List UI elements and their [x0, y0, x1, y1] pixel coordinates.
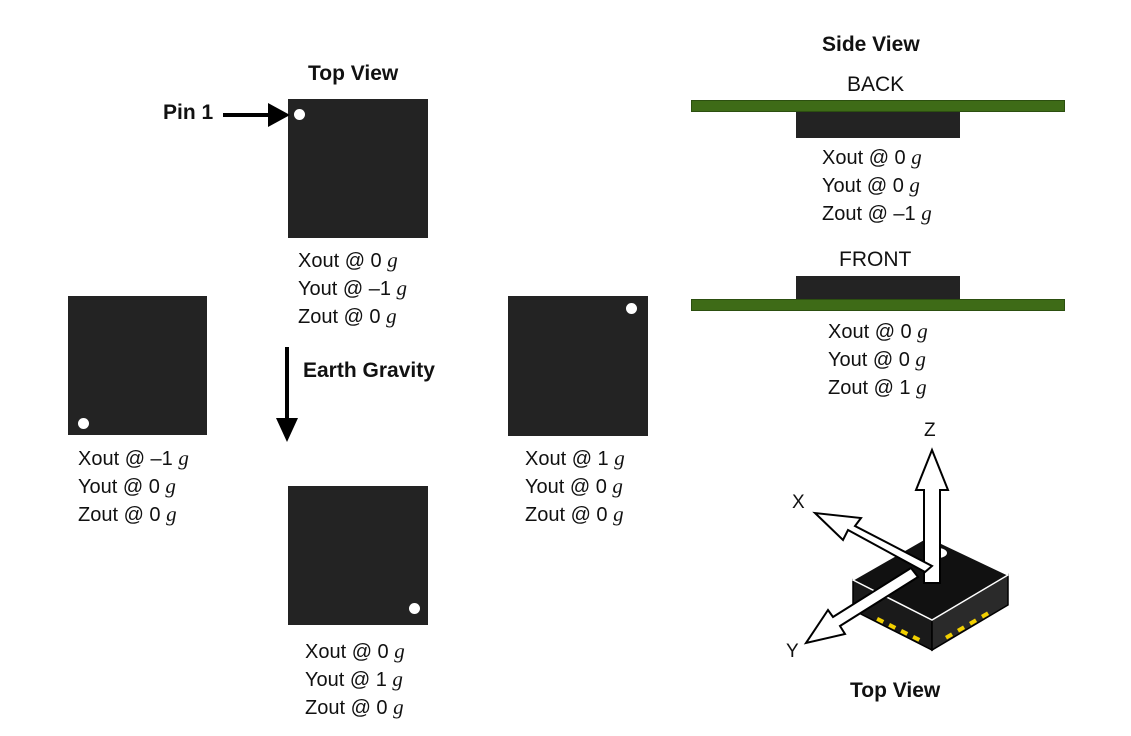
- unit-g: g: [166, 502, 177, 526]
- readout-right-y: Yout @ 0: [525, 476, 613, 498]
- readout-top-y: Yout @ –1: [298, 278, 397, 300]
- unit-g: g: [386, 304, 397, 328]
- side-view-title: Side View: [822, 33, 920, 56]
- unit-g: g: [917, 319, 928, 343]
- readout-top: Xout @ 0 g Yout @ –1 g Zout @ 0 g: [298, 247, 407, 331]
- readout-front: Xout @ 0 g Yout @ 0 g Zout @ 1 g: [828, 318, 928, 402]
- unit-g: g: [393, 695, 404, 719]
- side-chip-front: [796, 276, 960, 300]
- readout-back-z: Zout @ –1: [822, 203, 922, 225]
- chip-top-orientation: [288, 99, 428, 238]
- readout-bottom-y: Yout @ 1: [305, 669, 393, 691]
- readout-top-z: Zout @ 0: [298, 306, 387, 328]
- readout-front-z: Zout @ 1: [828, 377, 917, 399]
- axis-y-label: Y: [786, 641, 799, 662]
- front-label: FRONT: [839, 248, 912, 271]
- y-axis-arrow: [803, 566, 920, 645]
- pcb-board-front: [691, 299, 1065, 311]
- readout-right-x: Xout @ 1: [525, 448, 615, 470]
- readout-left-z: Zout @ 0: [78, 504, 167, 526]
- axis-x-label: X: [792, 492, 805, 513]
- pcb-board-back: [691, 100, 1065, 112]
- axes-top-view-title: Top View: [850, 679, 941, 702]
- unit-g: g: [178, 446, 189, 470]
- unit-g: g: [165, 474, 176, 498]
- pin1-arrow: [223, 103, 290, 127]
- z-axis-arrow: [914, 447, 950, 584]
- readout-front-y: Yout @ 0: [828, 349, 916, 371]
- unit-g: g: [911, 145, 922, 169]
- unit-g: g: [921, 201, 932, 225]
- back-label: BACK: [847, 73, 905, 96]
- chip-left-orientation: [68, 296, 207, 435]
- unit-g: g: [396, 276, 408, 300]
- readout-back-x: Xout @ 0: [822, 147, 912, 169]
- pin1-marker: [409, 603, 420, 614]
- readout-bottom: Xout @ 0 g Yout @ 1 g Zout @ 0 g: [305, 638, 405, 722]
- chip-bottom-orientation: [288, 486, 428, 625]
- pads-right: [945, 611, 990, 640]
- pin1-marker: [78, 418, 89, 429]
- unit-g: g: [387, 248, 398, 272]
- unit-g: g: [909, 173, 920, 197]
- readout-back-y: Yout @ 0: [822, 175, 910, 197]
- pin1-marker: [626, 303, 637, 314]
- unit-g: g: [392, 667, 403, 691]
- side-chip-back: [796, 112, 960, 138]
- earth-gravity-label: Earth Gravity: [303, 359, 435, 382]
- readout-left: Xout @ –1 g Yout @ 0 g Zout @ 0 g: [78, 445, 189, 529]
- readout-right: Xout @ 1 g Yout @ 0 g Zout @ 0 g: [525, 445, 625, 529]
- chip-right-orientation: [508, 296, 648, 436]
- readout-left-x: Xout @ –1: [78, 448, 179, 470]
- gravity-arrow: [276, 347, 298, 442]
- x-axis-arrow: [812, 511, 934, 574]
- readout-right-z: Zout @ 0: [525, 504, 614, 526]
- top-view-title: Top View: [308, 62, 399, 85]
- pads-left: [876, 616, 921, 642]
- pin1-label: Pin 1: [163, 101, 214, 124]
- readout-bottom-z: Zout @ 0: [305, 697, 394, 719]
- unit-g: g: [394, 639, 405, 663]
- readout-back: Xout @ 0 g Yout @ 0 g Zout @ –1 g: [822, 144, 932, 228]
- readout-left-y: Yout @ 0: [78, 476, 166, 498]
- readout-top-x: Xout @ 0: [298, 250, 388, 272]
- readout-bottom-x: Xout @ 0: [305, 641, 395, 663]
- unit-g: g: [915, 347, 926, 371]
- unit-g: g: [916, 375, 927, 399]
- unit-g: g: [612, 474, 623, 498]
- readout-front-x: Xout @ 0: [828, 321, 918, 343]
- unit-g: g: [614, 446, 625, 470]
- pin1-marker: [294, 109, 305, 120]
- unit-g: g: [613, 502, 624, 526]
- axis-z-label: Z: [924, 420, 936, 441]
